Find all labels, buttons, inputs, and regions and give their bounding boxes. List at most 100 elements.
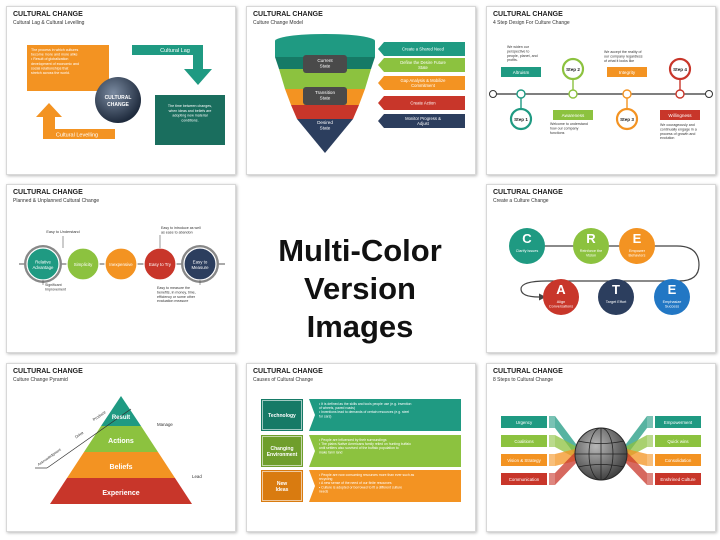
- slide-planned-unplanned[interactable]: CULTURAL CHANGE Planned & Unplanned Cult…: [6, 184, 236, 353]
- slide-8-steps[interactable]: CULTURAL CHANGE 8 Steps to Cultural Chan…: [486, 363, 716, 532]
- step-left-box: [501, 435, 547, 447]
- cause-bullet: • People are influenced by their surroun…: [319, 438, 387, 442]
- circle-label-line1: CULTURAL: [105, 95, 132, 101]
- step-label: Integrity: [619, 70, 636, 75]
- create-letter: E: [668, 282, 677, 297]
- cultural-change-circle: [95, 77, 141, 123]
- slide-title: CULTURAL CHANGE: [253, 11, 323, 18]
- create-letter-circle: [573, 228, 609, 264]
- step-label-box: [660, 110, 700, 120]
- model-arrow-label: Create Action: [410, 101, 436, 106]
- create-letter: T: [612, 282, 620, 297]
- circle-label-line2: CHANGE: [107, 102, 129, 108]
- cause-bullet: • A new sense of the need of our finite …: [319, 481, 392, 485]
- slide-subtitle: Planned & Unplanned Cultural Change: [13, 198, 100, 204]
- funnel-layer-red: [291, 105, 359, 119]
- create-letter: C: [522, 231, 532, 246]
- slide-create-culture[interactable]: CULTURAL CHANGE Create a Culture Change …: [486, 184, 716, 353]
- cause-bullet: • People are now consuming resources mor…: [319, 473, 415, 477]
- step-left-label: Vision & Strategy: [507, 458, 541, 463]
- slide-title: CULTURAL CHANGE: [13, 368, 83, 375]
- create-letter-circle: [543, 279, 579, 315]
- version-heading: Multi-Color Version Images: [247, 232, 473, 346]
- step-number: Step 2: [566, 67, 580, 72]
- pyramid-diagram: ResultActionsBeliefsExperienceProduceDri…: [35, 396, 202, 504]
- slide-subtitle: 4 Step Design For Culture Change: [493, 20, 570, 26]
- step-right-box: [655, 416, 701, 428]
- version-heading-line1: Multi-Color: [278, 233, 442, 268]
- slide-title: CULTURAL CHANGE: [493, 11, 563, 18]
- step-left-box: [501, 473, 547, 485]
- step-right-label: Quick wins: [667, 439, 689, 444]
- cultural-lag-arrow: [132, 45, 212, 85]
- slide-subtitle: Create a Culture Change: [493, 198, 549, 204]
- pyramid-label: Experience: [102, 490, 139, 497]
- attribute-circle: [66, 247, 100, 281]
- pyramid-label: Result: [112, 415, 130, 421]
- model-arrow-3: [378, 76, 465, 90]
- causes-table: Technology• It is defined as the skills …: [261, 399, 461, 502]
- cause-bullet: • The plains Native Americans family rel…: [319, 442, 411, 446]
- attribute-label: Easy to Try: [149, 262, 172, 267]
- slide-title: CULTURAL CHANGE: [13, 11, 83, 18]
- note-easy-understand: Easy to Understand: [46, 230, 79, 234]
- step-left-box: [501, 454, 547, 466]
- step-left-label: Coalitions: [514, 439, 534, 444]
- step-left-label: Urgency: [516, 420, 533, 425]
- slide-causes-of-change[interactable]: CULTURAL CHANGE Causes of Cultural Chang…: [246, 363, 476, 532]
- cause-bullet: of wheels, paved roads): [319, 406, 355, 410]
- step-right-box: [655, 454, 701, 466]
- slide-cultural-lag[interactable]: CULTURAL CHANGE Cultural Lag & Cultural …: [6, 6, 236, 175]
- side-label-acknowledgment: Acknowledgment: [37, 448, 62, 467]
- attribute-circle: [104, 247, 138, 281]
- slide-4-step-design[interactable]: CULTURAL CHANGE 4 Step Design For Cultur…: [486, 6, 716, 175]
- slide-title: CULTURAL CHANGE: [13, 189, 83, 196]
- levelling-text-box: [27, 45, 109, 91]
- slide-culture-change-model[interactable]: CULTURAL CHANGE Culture Change Model Cur…: [246, 6, 476, 175]
- cause-bullet: • Culture is adopted or borrowed to fit …: [319, 485, 402, 489]
- model-arrow-4: [378, 96, 465, 110]
- pyramid-level-beliefs: [67, 452, 175, 478]
- step-right-box: [655, 473, 701, 485]
- cause-bullet: for cars): [319, 414, 331, 418]
- attribute-label: Simplicity: [74, 262, 93, 267]
- slide-subtitle: Causes of Cultural Change: [253, 377, 314, 383]
- cultural-levelling-label: Cultural Levelling: [56, 133, 98, 139]
- cause-bullet: recycling: [319, 477, 332, 481]
- timeline-node: [675, 89, 685, 99]
- cause-bullet: needs: [319, 489, 329, 493]
- funnel-layer-green: [279, 69, 371, 89]
- create-letter-circle: [598, 279, 634, 315]
- model-arrow-1: [378, 42, 465, 56]
- step-number: Step 1: [514, 117, 528, 122]
- slide-title: CULTURAL CHANGE: [493, 189, 563, 196]
- pyramid-level-result: [101, 396, 141, 426]
- create-letter: E: [633, 231, 642, 246]
- step-circle: [509, 107, 533, 131]
- slide-culture-pyramid[interactable]: CULTURAL CHANGE Culture Change Pyramid R…: [6, 363, 236, 532]
- create-letter: A: [556, 282, 566, 297]
- step-label-box: [607, 67, 647, 77]
- model-arrow-5: [378, 114, 465, 128]
